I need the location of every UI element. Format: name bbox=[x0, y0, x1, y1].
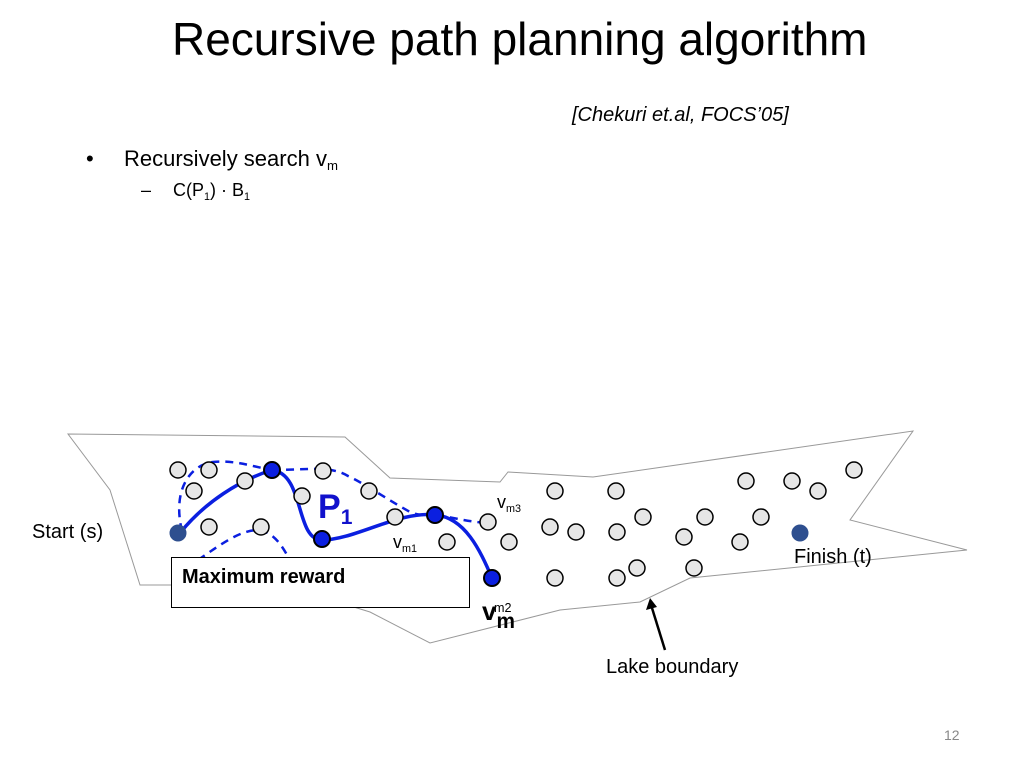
bullet-item: • Recursively search vm bbox=[86, 146, 338, 172]
node bbox=[845, 461, 863, 479]
maximum-reward-box: Maximum reward bbox=[171, 557, 470, 608]
selected-node-vm2 bbox=[483, 569, 501, 587]
path-label-sub: 1 bbox=[340, 506, 353, 529]
vm1-label-sub: m1 bbox=[402, 543, 417, 555]
node bbox=[236, 472, 254, 490]
sub-bullet-sub-b: 1 bbox=[244, 191, 251, 203]
sub-bullet-text-a: C(P bbox=[173, 180, 204, 200]
vm-label: vm bbox=[482, 596, 515, 632]
node bbox=[675, 528, 693, 546]
node bbox=[360, 482, 378, 500]
node bbox=[185, 482, 203, 500]
citation: [Chekuri et.al, FOCS’05] bbox=[572, 104, 789, 126]
dashed-path-upper bbox=[177, 460, 273, 532]
selected-node-top bbox=[263, 461, 281, 479]
node bbox=[567, 523, 585, 541]
vm-label-text: v bbox=[482, 596, 497, 626]
node bbox=[634, 508, 652, 526]
vm3-label-text: v bbox=[497, 492, 506, 512]
vm2-label: vm2 bbox=[485, 592, 512, 615]
node bbox=[608, 569, 626, 587]
selected-node-vm1 bbox=[313, 530, 331, 548]
node bbox=[200, 518, 218, 536]
vm3-label-sub: m3 bbox=[506, 503, 521, 515]
node bbox=[386, 508, 404, 526]
start-node bbox=[169, 524, 187, 542]
slide-title: Recursive path planning algorithm bbox=[172, 13, 868, 65]
node bbox=[169, 461, 187, 479]
lake-boundary bbox=[66, 430, 968, 644]
node bbox=[500, 533, 518, 551]
vm-label-sub: m bbox=[496, 610, 515, 633]
node bbox=[541, 518, 559, 536]
node bbox=[479, 513, 497, 531]
node bbox=[314, 462, 332, 480]
node bbox=[293, 487, 311, 505]
path-label: P1 bbox=[318, 488, 353, 529]
node bbox=[628, 559, 646, 577]
finish-label: Finish (t) bbox=[794, 546, 872, 568]
bullet-text: Recursively search v bbox=[124, 146, 327, 171]
node bbox=[608, 523, 626, 541]
node bbox=[752, 508, 770, 526]
bullet-marker: • bbox=[86, 146, 94, 171]
page-number: 12 bbox=[944, 727, 960, 743]
node bbox=[731, 533, 749, 551]
sub-bullet-text-b: ) · B bbox=[210, 180, 245, 200]
vm1-label-text: v bbox=[393, 532, 402, 552]
node bbox=[696, 508, 714, 526]
node bbox=[546, 482, 564, 500]
sub-bullet-marker: – bbox=[141, 180, 152, 200]
lake-boundary-arrow bbox=[646, 598, 667, 651]
node bbox=[685, 559, 703, 577]
node bbox=[438, 533, 456, 551]
node bbox=[737, 472, 755, 490]
finish-node bbox=[791, 524, 809, 542]
path-label-text: P bbox=[318, 488, 341, 526]
selected-node-vm3 bbox=[426, 506, 444, 524]
node bbox=[783, 472, 801, 490]
vm1-label: vm1 bbox=[393, 532, 417, 555]
sub-bullet-item: –C(P1) · B1 bbox=[141, 180, 251, 203]
dashed-path-lower bbox=[197, 528, 292, 562]
selected-nodes bbox=[263, 461, 501, 587]
start-label: Start (s) bbox=[32, 521, 104, 543]
lake-boundary-label: Lake boundary bbox=[606, 656, 739, 678]
node bbox=[607, 482, 625, 500]
node bbox=[200, 461, 218, 479]
vm3-label: vm3 bbox=[497, 492, 521, 515]
reward-nodes bbox=[169, 461, 863, 587]
node bbox=[546, 569, 564, 587]
node bbox=[809, 482, 827, 500]
vm2-label-sub: m2 bbox=[494, 601, 512, 615]
sub-bullet-sub-a: 1 bbox=[204, 191, 211, 203]
node bbox=[252, 518, 270, 536]
bullet-subscript: m bbox=[326, 158, 338, 173]
